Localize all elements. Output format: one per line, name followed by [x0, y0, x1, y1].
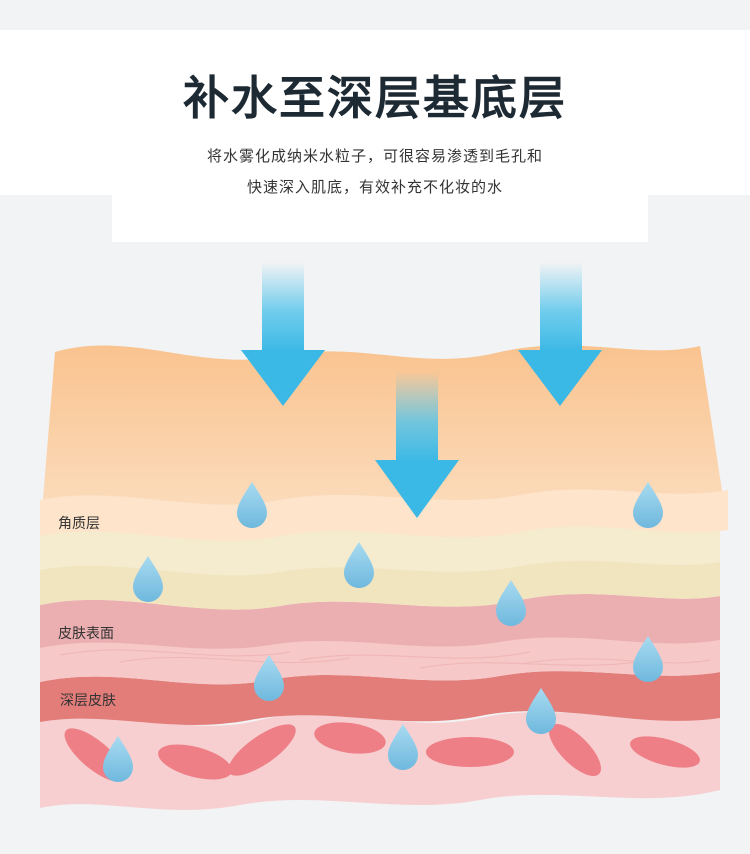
arrow-right-icon — [518, 262, 602, 406]
title-band — [0, 30, 750, 130]
skin-surface-layer — [40, 593, 720, 685]
description-panel — [0, 120, 750, 195]
stratum-corneum-label: 角质层 — [58, 516, 100, 532]
water-droplet-icon — [103, 482, 663, 782]
description-panel-lower — [112, 190, 648, 242]
skin-surface-label: 皮肤表面 — [58, 626, 114, 642]
description-line-2: 快速深入肌底，有效补充不化妆的水 — [246, 178, 503, 196]
deep-tissue-layer — [40, 712, 720, 810]
description-line-1: 将水雾化成纳米水粒子，可很容易渗透到毛孔和 — [206, 147, 543, 165]
deep-skin-label: 深层皮肤 — [60, 693, 116, 709]
arrow-left-icon — [241, 262, 325, 406]
page-title: 补水至深层基底层 — [183, 71, 567, 125]
deep-skin-layer — [40, 671, 720, 725]
arrow-center-icon — [375, 372, 459, 518]
